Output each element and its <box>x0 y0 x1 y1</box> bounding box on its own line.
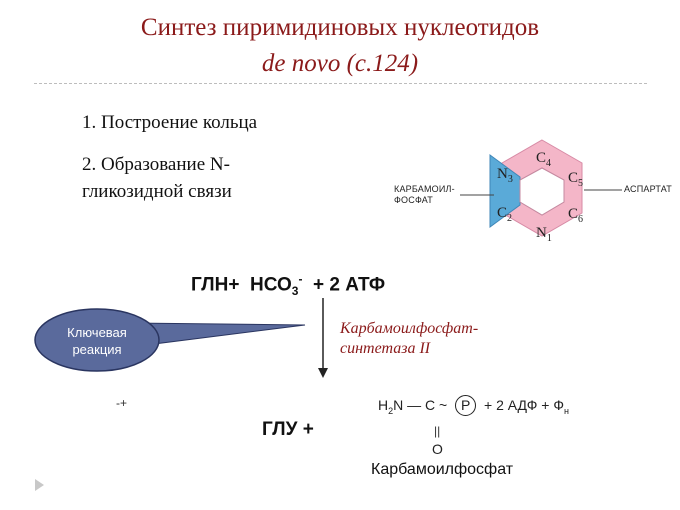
carbamoyl-phosphate-label-line1: КАРБАМОИЛ- <box>394 184 455 194</box>
ring-blue-part <box>489 154 521 228</box>
reaction-arrow <box>318 298 328 378</box>
atom-c5: C5 <box>568 170 584 189</box>
reaction-reactants: ГЛН+ НСО3- + 2 АТФ <box>191 272 386 299</box>
double-bond: || <box>434 424 441 438</box>
carbamoyl-phosphate-formula: H2N — C ~ P + 2 АДФ + Фн <box>378 395 569 416</box>
slide-nav-icon[interactable] <box>35 479 44 491</box>
atom-c4: C4 <box>536 150 552 169</box>
item-glycosidic-line1: 2. Образование N- <box>82 154 230 175</box>
pyrimidine-ring-diagram <box>460 139 622 237</box>
item-glycosidic-line2: гликозидной связи <box>82 181 232 202</box>
phosphate-circle: P <box>455 395 477 416</box>
ring-inner-outline <box>519 167 565 216</box>
minus-plus-mark: -+ <box>116 396 128 410</box>
carbamoyl-phosphate-name: Карбамоилфосфат <box>371 461 514 478</box>
slide-title: Синтез пиримидиновых нуклеотидов <box>140 14 540 41</box>
carbamoyl-phosphate-label-line2: ФОСФАТ <box>394 195 433 205</box>
key-reaction-line2: реакция <box>72 342 122 357</box>
arrow-head <box>318 368 328 378</box>
atom-c6: C6 <box>568 206 584 225</box>
enzyme-name-line1: Карбамоилфосфат- <box>340 320 479 337</box>
key-reaction-callout <box>34 308 306 372</box>
key-reaction-line1: Ключевая <box>67 325 127 340</box>
enzyme-name-line2: синтетаза II <box>340 340 431 357</box>
glu-product: ГЛУ + <box>262 419 314 440</box>
title-divider <box>34 83 647 84</box>
item-ring-construction: 1. Построение кольца <box>82 112 258 133</box>
oxygen-atom: O <box>432 441 443 457</box>
aspartate-label: АСПАРТАТ <box>624 184 672 194</box>
atom-c2: C2 <box>497 205 513 224</box>
slide-subtitle: de novo (с.124) <box>261 50 419 77</box>
atom-n1: N1 <box>536 225 552 244</box>
callout-bubble <box>34 308 160 372</box>
atom-n3: N3 <box>497 166 513 185</box>
